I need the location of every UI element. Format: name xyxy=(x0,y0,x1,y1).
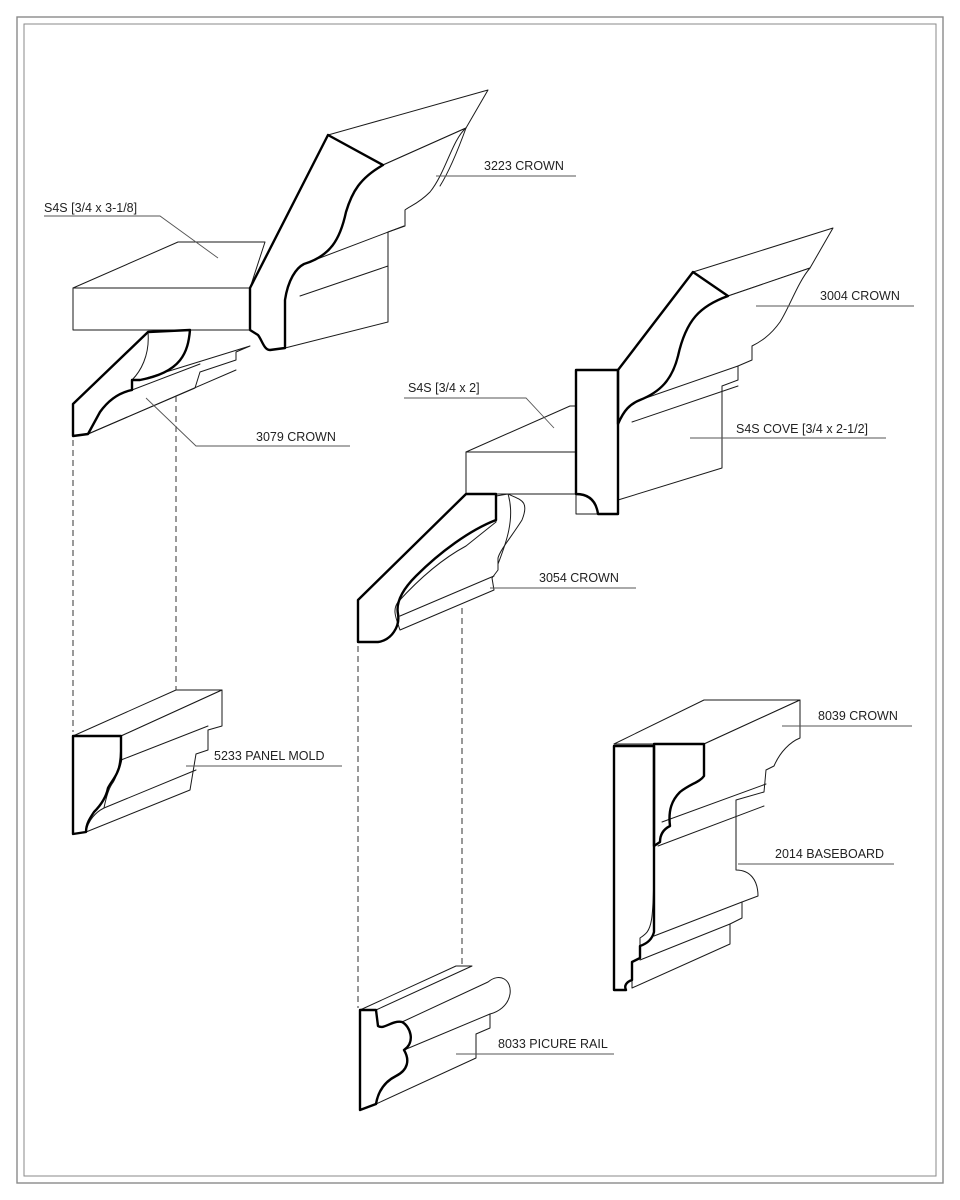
crown-3004-step-edge-2 xyxy=(631,385,739,423)
s4s-board-a-end xyxy=(72,287,251,331)
label-3054-crown: 3054 CROWN xyxy=(539,571,619,585)
panel-mold-step-edge-2 xyxy=(103,769,197,809)
crown-8039-step-edge xyxy=(661,783,767,823)
crown-8039-profile xyxy=(652,742,706,848)
label-3004-crown: 3004 CROWN xyxy=(820,289,900,303)
label-s4s-cove: S4S COVE [3/4 x 2-1/2] xyxy=(736,422,868,436)
labels: S4S [3/4 x 3-1/8] 3223 CROWN 3079 CROWN … xyxy=(44,159,900,1051)
inner-frame xyxy=(23,23,937,1177)
s4s-cove-end xyxy=(575,369,619,515)
assembly-upper-left xyxy=(71,89,489,438)
s4s-board-a-top-face xyxy=(72,241,266,289)
picture-rail-step-edge xyxy=(403,1013,491,1051)
crown-3054-profile xyxy=(356,492,498,644)
panel-mold-5233 xyxy=(71,689,223,836)
outer-frame xyxy=(16,16,944,1184)
projection-lines xyxy=(72,396,463,1008)
label-s4s-board-a: S4S [3/4 x 3-1/8] xyxy=(44,201,137,215)
crown-3079-lower-edge xyxy=(87,369,237,435)
crown-3054-lower-edge xyxy=(399,575,495,617)
crown-3004-profile xyxy=(616,270,730,426)
leader-s4s-b xyxy=(404,397,555,429)
label-8039-crown: 8039 CROWN xyxy=(818,709,898,723)
label-s4s-board-b: S4S [3/4 x 2] xyxy=(408,381,480,395)
label-8033-picture-rail: 8033 PICURE RAIL xyxy=(498,1037,608,1051)
label-3223-crown: 3223 CROWN xyxy=(484,159,564,173)
label-5233-panel-mold: 5233 PANEL MOLD xyxy=(214,749,324,763)
panel-mold-step-edge xyxy=(120,725,209,761)
label-2014-baseboard: 2014 BASEBOARD xyxy=(775,847,884,861)
leader-s4s-a xyxy=(44,215,219,259)
baseboard-step-edge xyxy=(653,901,743,937)
leader-3079-crown xyxy=(145,397,350,447)
crown-3079-front-face xyxy=(87,329,251,435)
assembly-center-right xyxy=(356,227,834,644)
crown-3223-step-edge-2 xyxy=(299,265,389,297)
baseboard-top-edge xyxy=(657,805,765,847)
s4s-board-b-end xyxy=(465,451,577,495)
panel-mold-profile xyxy=(71,734,123,836)
baseboard-lower-step xyxy=(639,923,731,961)
label-3079-crown: 3079 CROWN xyxy=(256,430,336,444)
baseboard-2014-profile xyxy=(612,744,656,992)
leader-lines xyxy=(44,175,914,1055)
crown-3223-curve-edge xyxy=(439,127,467,187)
crown-3054-front-face xyxy=(394,493,526,631)
crown-3079-profile xyxy=(71,328,192,438)
picture-rail-8033 xyxy=(358,965,511,1112)
crown-3004-step-edge xyxy=(639,365,739,401)
picture-rail-profile xyxy=(358,1008,412,1112)
crown-3079-step-edge xyxy=(131,363,201,391)
s4s-board-b-top-face xyxy=(465,405,577,453)
crown-8039-baseboard-2014 xyxy=(612,699,801,992)
crown-3054-curve-edge xyxy=(497,493,512,565)
s4s-cove-profile xyxy=(574,368,620,516)
crown-3223-profile xyxy=(248,133,385,352)
